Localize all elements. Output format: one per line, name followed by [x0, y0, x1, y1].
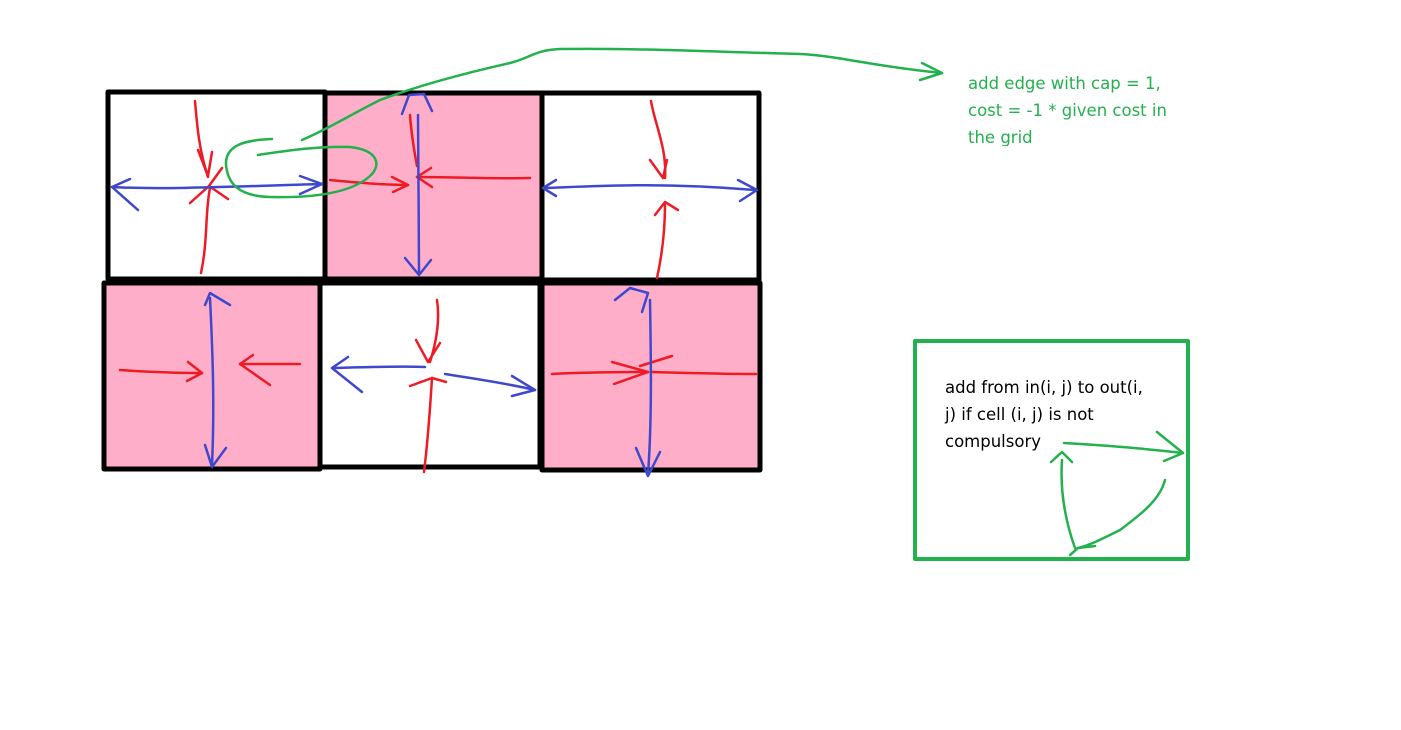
compulsory-note-line-2: j) if cell (i, j) is not: [945, 405, 1094, 424]
cell-r0-c1: [322, 90, 545, 282]
in-edges-red: [118, 353, 302, 387]
compulsory-note: add from in(i, j) to out(i, j) if cell (…: [945, 374, 1175, 455]
in-edges-red: [408, 298, 448, 474]
out-edges-blue: [541, 178, 759, 203]
compulsory-note-line-1: add from in(i, j) to out(i,: [945, 378, 1143, 397]
annotation-box-frame: [913, 339, 1190, 561]
edge-note-line-3: the grid: [968, 128, 1033, 146]
cell-r0-c2-edges: [541, 99, 759, 280]
cell-r0-c1-edges: [328, 92, 532, 277]
cell-r1-c2-edges: [550, 286, 758, 478]
compulsory-annotation-box: [913, 339, 1190, 561]
out-edges-blue: [400, 92, 434, 277]
edge-note: add edge with cap = 1, cost = -1 * given…: [968, 70, 1208, 146]
edge-note-line-2: cost = -1 * given cost in: [968, 101, 1167, 120]
in-edges-red: [328, 113, 532, 194]
out-edges-blue: [330, 355, 537, 398]
out-edges-blue: [110, 174, 324, 212]
in-edges-red: [550, 354, 758, 386]
cell-r1-c0-edges: [118, 291, 302, 469]
cell-r0-c0-edges: [110, 99, 324, 275]
edge-annotation-curve: [224, 47, 944, 199]
compulsory-note-line-3: compulsory: [945, 432, 1041, 451]
in-edges-red: [648, 99, 680, 280]
cell-r1-c1-edges: [330, 298, 537, 474]
out-edges-blue: [203, 291, 232, 469]
grid: [101, 89, 763, 473]
edge-note-line-1: add edge with cap = 1,: [968, 74, 1161, 93]
cell-r1-c1: [317, 280, 543, 470]
cycle-arrow: [1049, 430, 1185, 557]
out-edges-blue: [613, 286, 662, 478]
